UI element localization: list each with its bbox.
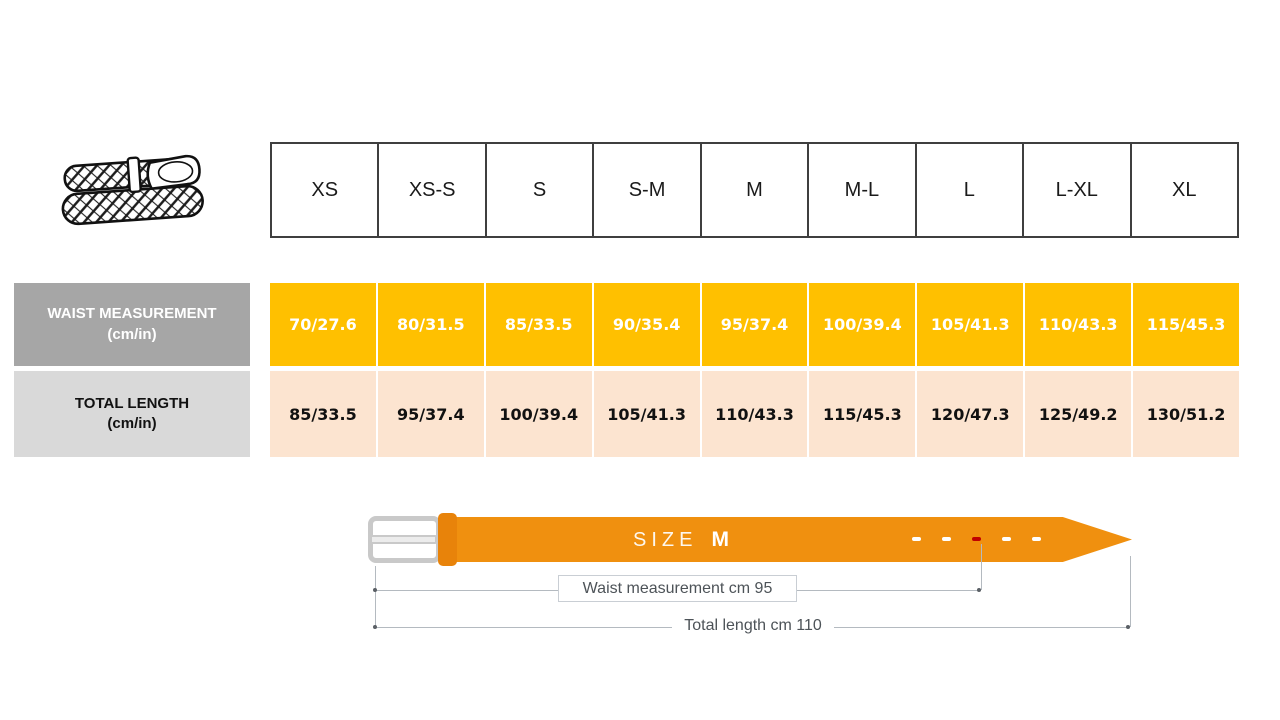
size-cell-xl: XL: [1129, 144, 1237, 236]
size-cell-s: S: [484, 144, 592, 236]
waist-value-m: 95/37.4: [701, 283, 808, 366]
size-value: M: [711, 528, 729, 551]
belt-hole-4: [1002, 537, 1011, 541]
total-row-label: TOTAL LENGTH (cm/in): [14, 371, 250, 457]
total-value-xs-s: 95/37.4: [377, 371, 484, 457]
waist-value-l: 105/41.3: [917, 283, 1024, 366]
total-value-l: 120/47.3: [917, 371, 1024, 457]
total-value-m: 110/43.3: [701, 371, 808, 457]
belt-strap: [440, 517, 1132, 562]
waist-row-label-text: WAIST MEASUREMENT: [47, 305, 217, 323]
waist-value-s-m: 90/35.4: [593, 283, 700, 366]
belt-hole-2: [942, 537, 951, 541]
belt-hole-5: [1032, 537, 1041, 541]
belt-hole-selected: [972, 537, 981, 541]
size-cell-l: L: [914, 144, 1022, 236]
guide-line-tip: [1130, 556, 1131, 627]
guide-line-buckle: [375, 566, 376, 627]
belt-holes: [912, 537, 1041, 541]
size-cell-xs: XS: [311, 178, 339, 201]
total-value-s: 100/39.4: [485, 371, 592, 457]
size-cell-m: M: [699, 144, 807, 236]
size-cell-m-l: M-L: [807, 144, 914, 236]
total-line-right-dot: [1126, 625, 1130, 629]
waist-measurement-caption: Waist measurement cm 95: [558, 575, 797, 602]
total-value-s-m: 105/41.3: [593, 371, 700, 457]
total-line-left-dot: [373, 625, 377, 629]
total-value-m-l: 115/45.3: [809, 371, 916, 457]
waist-value-l-xl: 110/43.3: [1025, 283, 1132, 366]
belt-hole-1: [912, 537, 921, 541]
belt-buckle-prong: [370, 535, 437, 544]
size-cell-s-m: S-M: [592, 144, 699, 236]
total-value-xs: 85/33.5: [270, 371, 376, 457]
waist-row-label-unit: (cm/in): [107, 325, 157, 343]
size-cell-xs-s: XS-S: [377, 144, 484, 236]
total-value-l-xl: 125/49.2: [1025, 371, 1132, 457]
total-value-xl: 130/51.2: [1133, 371, 1240, 457]
waist-line-left-dot: [373, 588, 377, 592]
belt-size-text: SIZE M: [633, 528, 729, 552]
waist-value-s: 85/33.5: [485, 283, 592, 366]
braided-belt-icon: [61, 154, 204, 226]
waist-value-xs: 70/27.6: [270, 283, 376, 366]
waist-value-xl: 115/45.3: [1133, 283, 1240, 366]
waist-value-m-l: 100/39.4: [809, 283, 916, 366]
waist-line-right-dot: [977, 588, 981, 592]
size-cell-l-xl: L-XL: [1022, 144, 1129, 236]
total-row-label-unit: (cm/in): [107, 415, 157, 432]
belt-keeper-loop: [438, 513, 457, 566]
total-length-caption: Total length cm 110: [375, 617, 1131, 635]
total-row-label-text: TOTAL LENGTH: [74, 394, 190, 412]
guide-line-red-hole: [981, 544, 982, 590]
waist-row-label: WAIST MEASUREMENT (cm/in): [14, 283, 250, 366]
size-word: SIZE: [633, 529, 698, 551]
waist-value-xs-s: 80/31.5: [377, 283, 484, 366]
